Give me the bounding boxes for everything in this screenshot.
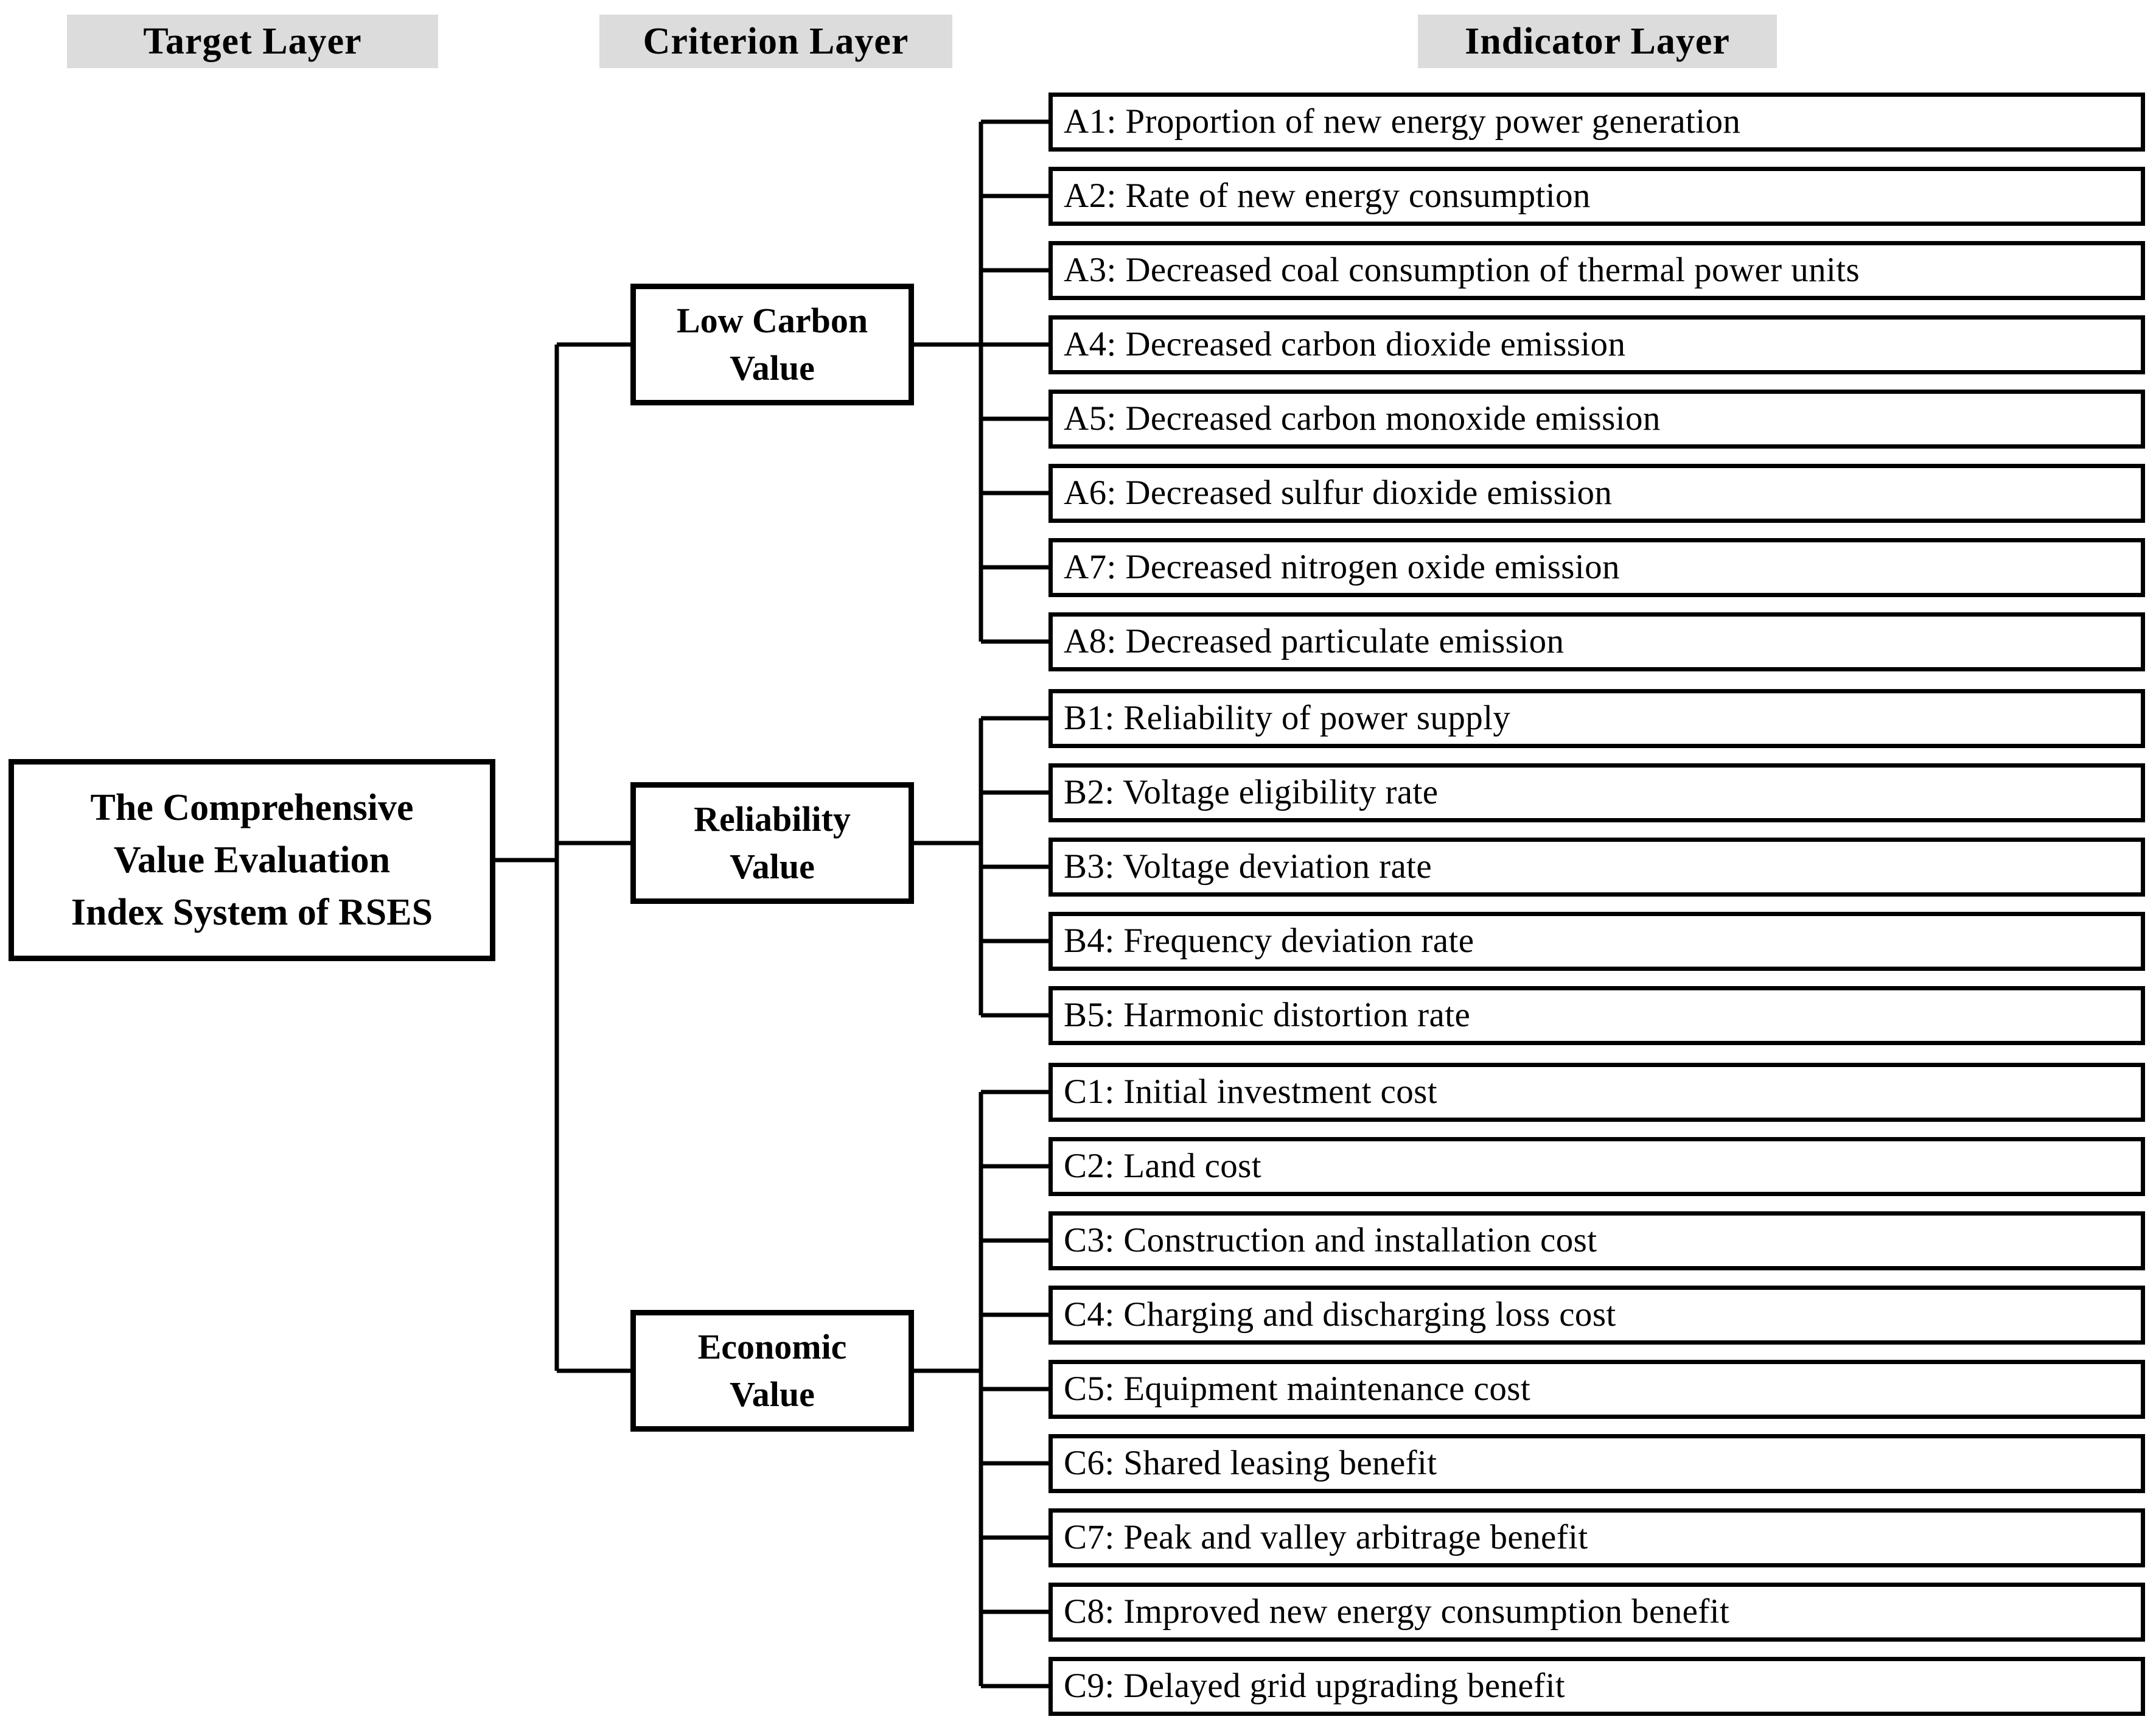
indicator-node-label: C1: Initial investment cost <box>1064 1073 1437 1111</box>
indicator-node[interactable]: A3: Decreased coal consumption of therma… <box>1048 240 2145 300</box>
indicator-node-label: C8: Improved new energy consumption bene… <box>1064 1592 1730 1631</box>
indicator-node-label: B2: Voltage eligibility rate <box>1064 773 1439 811</box>
indicator-node[interactable]: C1: Initial investment cost <box>1048 1062 2145 1122</box>
indicator-node[interactable]: C9: Delayed grid upgrading benefit <box>1048 1656 2145 1716</box>
indicator-node-label: C3: Construction and installation cost <box>1064 1221 1597 1259</box>
indicator-node[interactable]: A6: Decreased sulfur dioxide emission <box>1048 463 2145 523</box>
indicator-node[interactable]: A8: Decreased particulate emission <box>1048 612 2145 671</box>
indicator-node-label: A1: Proportion of new energy power gener… <box>1064 102 1741 141</box>
indicator-node-label: C6: Shared leasing benefit <box>1064 1444 1437 1482</box>
target-node[interactable]: The Comprehensive Value Evaluation Index… <box>9 759 495 961</box>
indicator-node[interactable]: B5: Harmonic distortion rate <box>1048 985 2145 1045</box>
indicator-node[interactable]: C3: Construction and installation cost <box>1048 1211 2145 1270</box>
indicator-node[interactable]: C8: Improved new energy consumption bene… <box>1048 1582 2145 1642</box>
indicator-node[interactable]: A7: Decreased nitrogen oxide emission <box>1048 537 2145 597</box>
indicator-node[interactable]: C2: Land cost <box>1048 1136 2145 1196</box>
indicator-node-label: A2: Rate of new energy consumption <box>1064 177 1591 215</box>
indicator-node-label: C5: Equipment maintenance cost <box>1064 1370 1531 1408</box>
indicator-node-label: A4: Decreased carbon dioxide emission <box>1064 325 1626 363</box>
indicator-node[interactable]: C5: Equipment maintenance cost <box>1048 1359 2145 1419</box>
indicator-node[interactable]: A1: Proportion of new energy power gener… <box>1048 92 2145 152</box>
indicator-node[interactable]: B1: Reliability of power supply <box>1048 688 2145 748</box>
indicator-node-label: A6: Decreased sulfur dioxide emission <box>1064 474 1613 512</box>
indicator-node-label: B3: Voltage deviation rate <box>1064 847 1432 886</box>
indicator-node[interactable]: B3: Voltage deviation rate <box>1048 837 2145 897</box>
criterion-node-label: Low Carbon Value <box>676 301 868 388</box>
indicator-node[interactable]: A5: Decreased carbon monoxide emission <box>1048 389 2145 449</box>
indicator-node-label: A7: Decreased nitrogen oxide emission <box>1064 548 1620 586</box>
indicator-node[interactable]: B4: Frequency deviation rate <box>1048 911 2145 971</box>
indicator-node[interactable]: B2: Voltage eligibility rate <box>1048 763 2145 822</box>
indicator-node-label: B4: Frequency deviation rate <box>1064 922 1474 960</box>
indicator-node-label: B1: Reliability of power supply <box>1064 699 1511 737</box>
indicator-node-label: A5: Decreased carbon monoxide emission <box>1064 399 1661 438</box>
criterion-node-economic-value[interactable]: Economic Value <box>630 1310 914 1432</box>
layer-header-indicator: Indicator Layer <box>1418 15 1777 68</box>
indicator-node[interactable]: A2: Rate of new energy consumption <box>1048 166 2145 226</box>
indicator-node-label: B5: Harmonic distortion rate <box>1064 996 1471 1034</box>
indicator-node-label: C2: Land cost <box>1064 1147 1261 1185</box>
target-node-label: The Comprehensive Value Evaluation Index… <box>71 787 433 933</box>
indicator-node[interactable]: C6: Shared leasing benefit <box>1048 1433 2145 1493</box>
indicator-node-label: C7: Peak and valley arbitrage benefit <box>1064 1518 1588 1556</box>
indicator-node-label: A3: Decreased coal consumption of therma… <box>1064 251 1860 289</box>
indicator-node[interactable]: C4: Charging and discharging loss cost <box>1048 1285 2145 1345</box>
indicator-node[interactable]: C7: Peak and valley arbitrage benefit <box>1048 1508 2145 1567</box>
indicator-node-label: A8: Decreased particulate emission <box>1064 622 1565 660</box>
layer-header-criterion: Criterion Layer <box>599 15 952 68</box>
indicator-node[interactable]: A4: Decreased carbon dioxide emission <box>1048 315 2145 374</box>
indicator-node-label: C4: Charging and discharging loss cost <box>1064 1295 1616 1334</box>
criterion-node-label: Reliability Value <box>694 799 851 886</box>
criterion-node-low-carbon-value[interactable]: Low Carbon Value <box>630 284 914 405</box>
layer-header-target: Target Layer <box>67 15 438 68</box>
criterion-node-label: Economic Value <box>697 1327 847 1414</box>
criterion-node-reliability-value[interactable]: Reliability Value <box>630 782 914 904</box>
indicator-node-label: C9: Delayed grid upgrading benefit <box>1064 1667 1566 1705</box>
